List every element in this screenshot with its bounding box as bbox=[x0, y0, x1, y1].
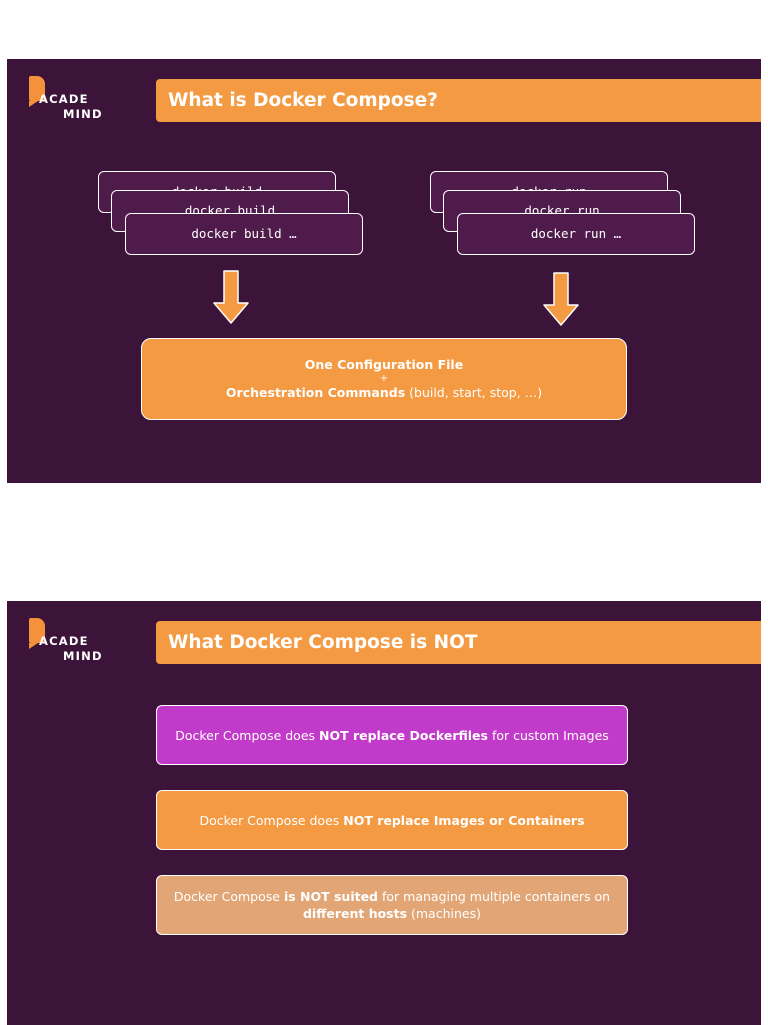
not-suited-multiple-hosts-box: Docker Compose is NOT suited for managin… bbox=[156, 875, 628, 935]
slide-title-bar: What is Docker Compose? bbox=[156, 79, 761, 122]
not-item-pre: Docker Compose bbox=[173, 889, 284, 904]
not-item-mid: for managing multiple containers on bbox=[378, 889, 611, 904]
logo-text-line1: ACADE bbox=[39, 92, 89, 106]
academind-logo: ACADE MIND bbox=[27, 618, 117, 666]
config-commands-rest: (build, start, stop, …) bbox=[405, 385, 543, 400]
config-title: One Configuration File bbox=[304, 357, 464, 372]
logo-text-line2: MIND bbox=[63, 649, 103, 663]
not-item-bold: NOT replace Images or Containers bbox=[343, 812, 585, 828]
not-item-pre: Docker Compose does bbox=[199, 812, 344, 828]
not-item-text: Docker Compose does NOT replace Images o… bbox=[199, 812, 584, 829]
not-item-pre: Docker Compose does bbox=[175, 727, 319, 743]
slide-title: What Docker Compose is NOT bbox=[168, 632, 478, 653]
config-plus: + bbox=[379, 373, 389, 384]
config-commands: Orchestration Commands (build, start, st… bbox=[226, 385, 542, 401]
not-item-post: for custom Images bbox=[487, 727, 609, 743]
config-commands-bold: Orchestration Commands bbox=[225, 385, 406, 400]
arrow-down-icon bbox=[213, 270, 249, 324]
configuration-box: One Configuration File + Orchestration C… bbox=[141, 338, 627, 420]
arrow-down-icon bbox=[543, 272, 579, 326]
not-item-bold2: different hosts bbox=[302, 906, 408, 921]
not-replace-dockerfiles-box: Docker Compose does NOT replace Dockerfi… bbox=[156, 705, 628, 765]
slide-title-bar: What Docker Compose is NOT bbox=[156, 621, 761, 664]
not-item-text: Docker Compose is NOT suited for managin… bbox=[171, 888, 613, 922]
docker-run-card-front: docker run … bbox=[457, 213, 695, 255]
slide-what-is-docker-compose: ACADE MIND What is Docker Compose? docke… bbox=[7, 59, 761, 483]
academind-logo: ACADE MIND bbox=[27, 76, 117, 124]
not-item-text: Docker Compose does NOT replace Dockerfi… bbox=[175, 727, 609, 744]
logo-text-line1: ACADE bbox=[39, 634, 89, 648]
logo-mark-icon bbox=[29, 618, 45, 649]
logo-text-line2: MIND bbox=[63, 107, 103, 121]
slide-title: What is Docker Compose? bbox=[168, 90, 438, 111]
not-replace-images-box: Docker Compose does NOT replace Images o… bbox=[156, 790, 628, 850]
slide-what-docker-compose-is-not: ACADE MIND What Docker Compose is NOT Do… bbox=[7, 601, 761, 1025]
logo-mark-icon bbox=[29, 76, 45, 107]
not-item-bold: is NOT suited bbox=[283, 889, 379, 904]
docker-build-card-front: docker build … bbox=[125, 213, 363, 255]
not-item-bold: NOT replace Dockerfiles bbox=[319, 727, 488, 743]
not-item-post: (machines) bbox=[407, 906, 481, 921]
